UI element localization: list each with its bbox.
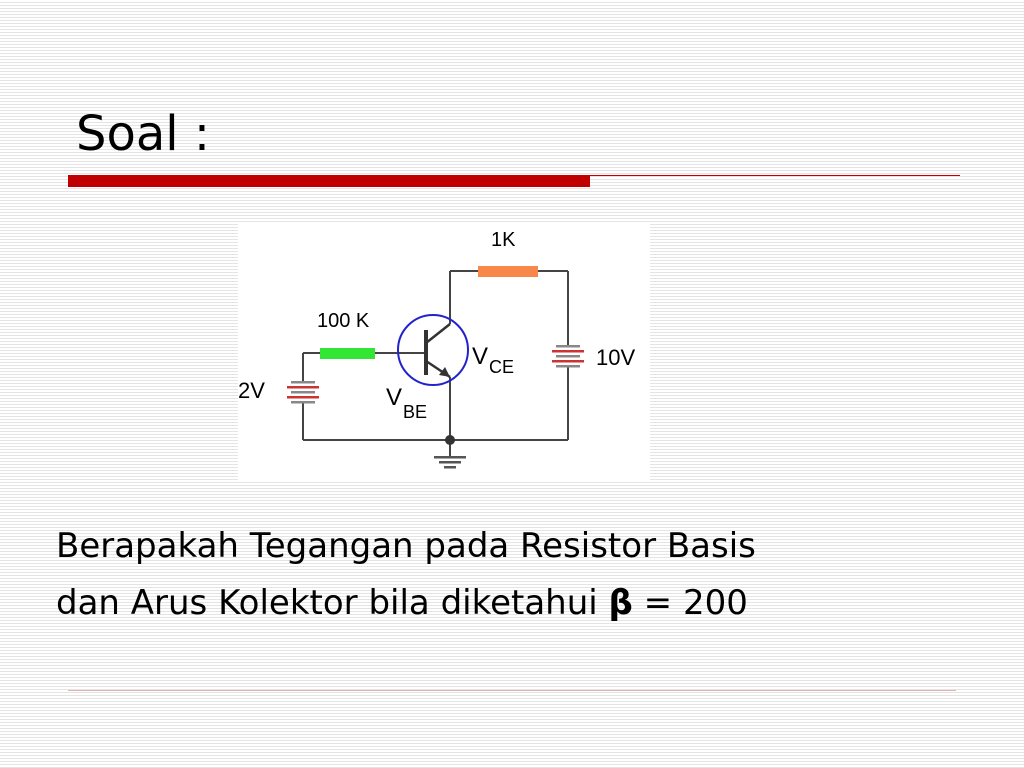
collector-resistor [478, 266, 538, 277]
base-supply-label: 2V [238, 378, 265, 403]
question-line-2-suffix: = 200 [632, 583, 748, 623]
transistor-circle [397, 314, 469, 386]
question-line-1: Berapakah Tegangan pada Resistor Basis [56, 526, 756, 566]
svg-text:CE: CE [489, 357, 514, 377]
collector-battery [552, 345, 584, 368]
question-text: Berapakah Tegangan pada Resistor Basis d… [56, 518, 956, 632]
question-line-2: dan Arus Kolektor bila diketahui β = 200 [56, 575, 956, 632]
base-resistor [320, 348, 375, 359]
circuit-diagram: 1K 100 K 2V 10V V CE V BE [238, 224, 650, 480]
title-underline-thin [590, 175, 960, 176]
base-resistor-label: 100 K [317, 310, 370, 332]
vbe-label: V BE [386, 384, 427, 422]
beta-symbol: β [608, 583, 633, 623]
ground-node [445, 435, 455, 445]
vce-label: V CE [472, 343, 514, 377]
emitter-arrow [439, 367, 450, 377]
base-battery [287, 381, 319, 404]
ground-symbol [434, 456, 466, 469]
svg-text:BE: BE [403, 402, 427, 422]
footer-divider [68, 690, 956, 691]
collector-resistor-label: 1K [491, 229, 516, 251]
svg-text:V: V [472, 343, 488, 370]
transistor [397, 314, 469, 386]
collector-supply-label: 10V [596, 345, 635, 370]
slide-title: Soal : [76, 106, 211, 162]
svg-text:V: V [386, 384, 402, 411]
title-underline-thick [68, 175, 590, 187]
question-line-2-prefix: dan Arus Kolektor bila diketahui [56, 583, 609, 623]
circuit-wires [302, 270, 569, 456]
circuit-svg: 1K 100 K 2V 10V V CE V BE [238, 229, 635, 469]
